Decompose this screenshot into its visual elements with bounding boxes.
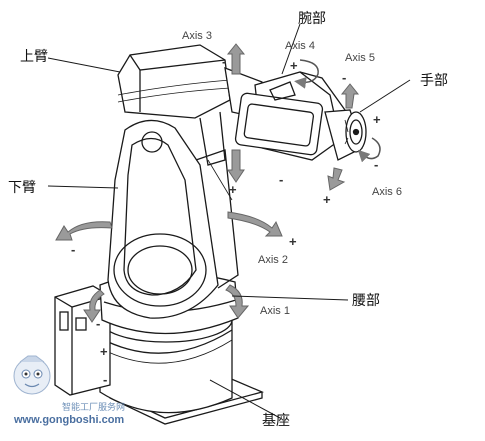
sign-axis1-minus: - [96, 316, 101, 331]
axis6-rotation-arrow [357, 137, 381, 163]
sign-axis5-minus: - [342, 70, 347, 85]
watermark-site-text: 智能工厂服务网 [62, 402, 126, 412]
robot-lower-arm [107, 119, 239, 319]
sign-axis1-plus: + [100, 344, 108, 359]
axis3-arrow-up [226, 43, 246, 75]
sign-axis2-plus: + [289, 234, 297, 249]
axis5-arrow [340, 83, 360, 109]
sign-axis1-minus-lower: - [103, 372, 108, 387]
sign-axis6-plus-lower: + [323, 192, 331, 207]
axis4-rotation-arrow [294, 59, 319, 89]
robot-wrist [234, 71, 346, 161]
label-upper-arm: 上臂 [20, 49, 48, 65]
label-axis-4: Axis 4 [285, 40, 315, 52]
axis1-arrow-left [83, 289, 105, 323]
sign-axis6-minus: - [374, 157, 379, 172]
label-axis-5: Axis 5 [345, 52, 375, 64]
watermark-url: www.gongboshi.com [14, 414, 125, 426]
axis2-arrow-right [227, 211, 283, 237]
label-hand: 手部 [420, 73, 448, 89]
sign-axis3-plus: + [229, 182, 237, 197]
label-axis-6: Axis 6 [372, 186, 402, 198]
axis3-arrow-down [227, 149, 245, 183]
motion-arrows [55, 43, 360, 323]
robot-hand [324, 109, 367, 161]
axis5-arrow-lower [327, 167, 346, 191]
label-axis-2: Axis 2 [258, 254, 288, 266]
sign-axis2-minus: - [71, 242, 76, 257]
label-base: 基座 [262, 413, 290, 429]
sign-axis4-plus: + [290, 58, 298, 73]
watermark-logo [13, 355, 51, 395]
axis1-arrow-right [225, 284, 250, 319]
leader-lines [47, 23, 411, 419]
axis2-arrow-left [55, 221, 113, 241]
label-waist: 腰部 [352, 293, 380, 309]
sign-axis3-minus: - [222, 54, 227, 69]
label-axis-3: Axis 3 [182, 30, 212, 42]
sign-axis6-plus: + [373, 112, 381, 127]
rotation-arrows [294, 59, 381, 163]
label-wrist: 腕部 [298, 11, 326, 27]
sign-axis4-minus: - [279, 172, 284, 187]
label-lower-arm: 下臂 [8, 180, 36, 196]
label-axis-1: Axis 1 [260, 305, 290, 317]
